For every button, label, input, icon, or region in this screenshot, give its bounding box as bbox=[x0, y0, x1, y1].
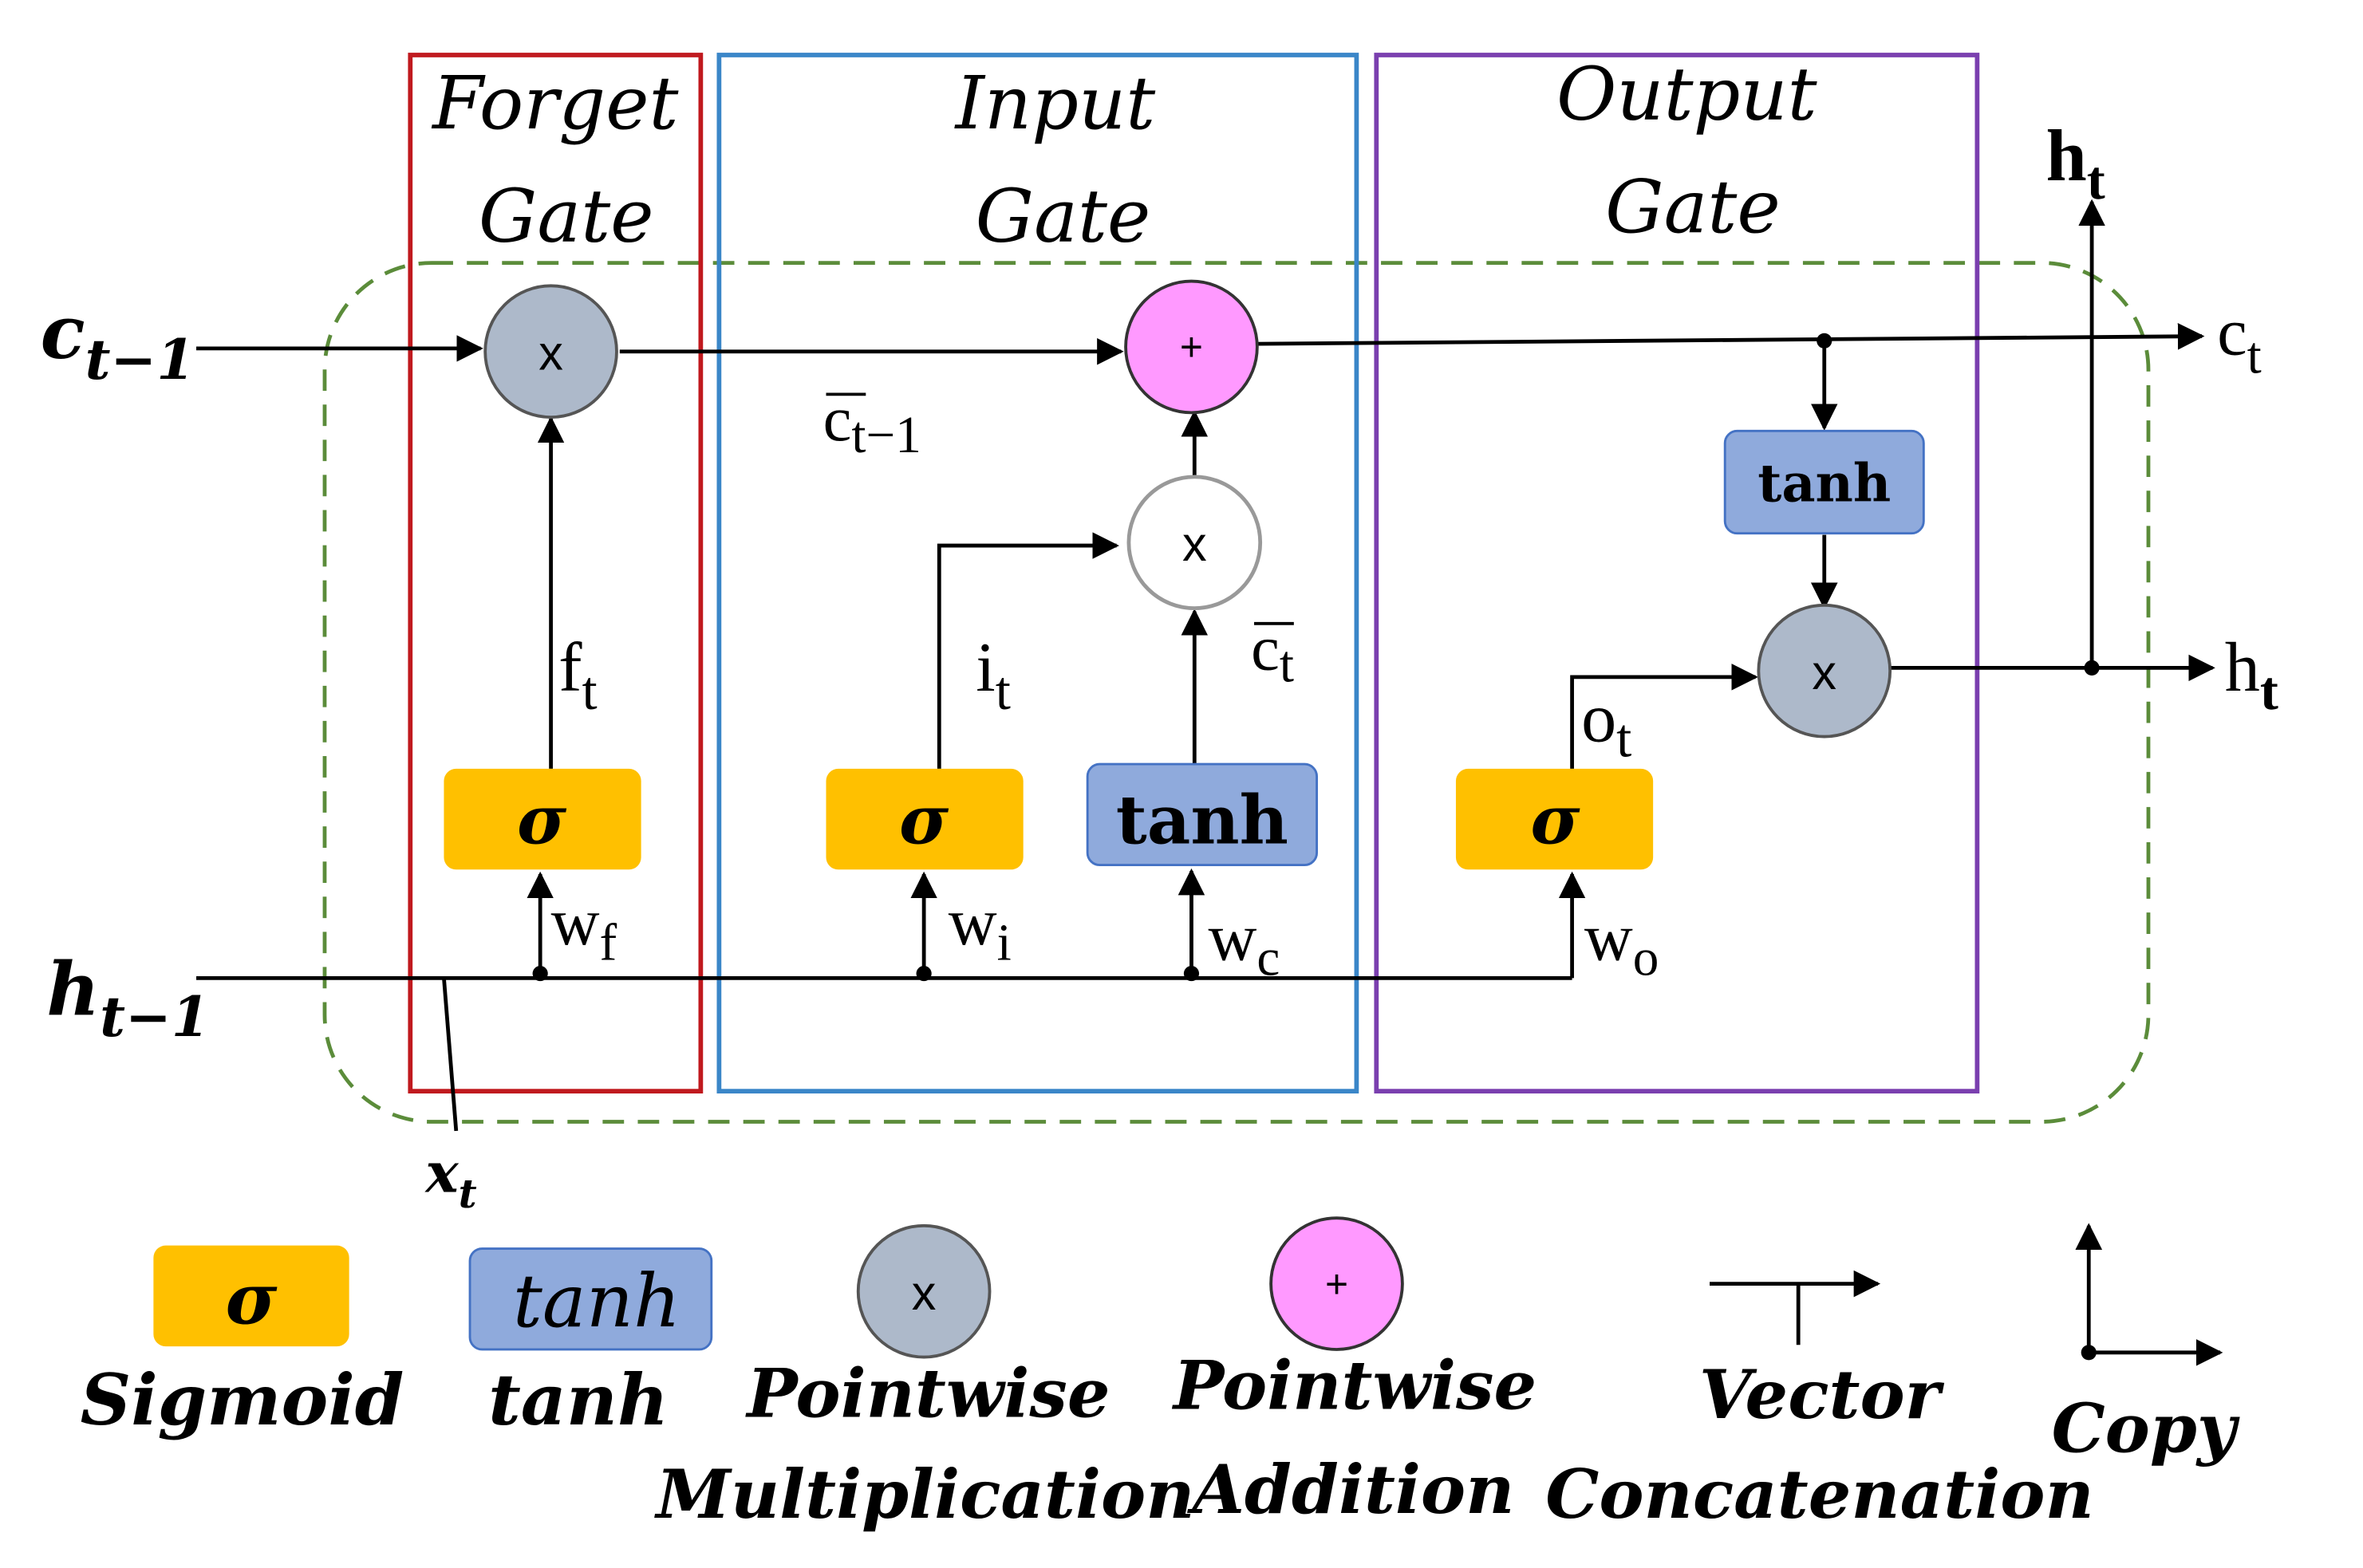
c-t-label: ct bbox=[2217, 296, 2262, 385]
w-c-label: wc bbox=[1209, 900, 1280, 987]
legend-add-line1: Pointwise bbox=[1172, 1346, 1537, 1425]
output-sigmoid-symbol: σ bbox=[1530, 781, 1580, 860]
cbar-t-label: ct bbox=[1251, 613, 1294, 693]
legend-add-line2: Addition bbox=[1187, 1450, 1515, 1529]
legend-sigmoid-box bbox=[153, 1245, 349, 1347]
legend-mul-line2: Multiplication bbox=[654, 1455, 1195, 1534]
h-prev-label: ht−1 bbox=[46, 946, 210, 1050]
f-t-label: ft bbox=[558, 628, 598, 721]
c-t-line bbox=[1256, 323, 2205, 350]
input-tanh-box bbox=[1086, 762, 1319, 866]
legend-tanh-label: tanh bbox=[488, 1358, 669, 1441]
legend-concat-line2: Concatenation bbox=[1545, 1455, 2094, 1534]
legend-sigmoid-symbol: σ bbox=[226, 1257, 278, 1340]
input-gate-title-2: Gate bbox=[976, 174, 1151, 259]
w-f-label: wf bbox=[551, 885, 617, 971]
x-t-line bbox=[442, 978, 459, 1132]
legend-add-symbol: + bbox=[1325, 1262, 1348, 1306]
c-prev-label: ct−1 bbox=[41, 289, 195, 392]
o-t-label: ot bbox=[1581, 679, 1631, 768]
legend-copy-dot bbox=[2081, 1345, 2097, 1361]
input-sigmoid-symbol: σ bbox=[899, 781, 949, 860]
input-gate-box bbox=[716, 53, 1359, 1094]
cbar-prev-label: ct−1 bbox=[823, 384, 921, 464]
h-t-top-label: ht bbox=[2046, 115, 2105, 211]
legend-tanh-symbol: tanh bbox=[513, 1259, 680, 1344]
output-gate-title-2: Gate bbox=[1605, 164, 1781, 250]
lstm-cell-boundary bbox=[322, 261, 2151, 1124]
forget-sigmoid-box bbox=[444, 768, 641, 870]
legend-sigmoid-label: Sigmoid bbox=[81, 1358, 404, 1441]
add-symbol: + bbox=[1180, 325, 1203, 369]
output-sigmoid-box bbox=[1455, 768, 1654, 870]
input-tanh-label: tanh bbox=[1116, 781, 1288, 860]
output-multiply-symbol: x bbox=[1812, 644, 1836, 699]
output-multiply-node bbox=[1757, 603, 1892, 739]
forget-gate-box bbox=[408, 53, 704, 1094]
input-gate-title: Input bbox=[954, 61, 1157, 146]
legend-mul-symbol: x bbox=[912, 1265, 937, 1320]
x-t-label: xt bbox=[424, 1141, 476, 1217]
forget-multiply-node bbox=[483, 284, 618, 420]
w-o-label: wo bbox=[1584, 900, 1659, 987]
legend-mul-line1: Pointwise bbox=[745, 1353, 1110, 1432]
input-multiply-node bbox=[1126, 475, 1263, 611]
forget-gate-title: Forget bbox=[431, 61, 679, 146]
w-i-label: wi bbox=[949, 885, 1012, 971]
forget-multiply-symbol: x bbox=[538, 325, 563, 380]
legend-add-node bbox=[1269, 1216, 1404, 1351]
output-tanh-box bbox=[1723, 429, 1925, 535]
forget-sigmoid-symbol: σ bbox=[517, 781, 567, 860]
forget-gate-title-2: Gate bbox=[479, 174, 654, 259]
legend: σ Sigmoid tanh tanh x Pointwise Multipli… bbox=[81, 1216, 2240, 1534]
output-gate-box bbox=[1374, 53, 1980, 1094]
input-sigmoid-box bbox=[826, 768, 1024, 870]
output-tanh-label: tanh bbox=[1757, 454, 1891, 514]
it-line bbox=[937, 532, 1119, 769]
add-node bbox=[1124, 279, 1259, 415]
h-t-right-label: ht bbox=[2225, 628, 2278, 721]
input-multiply-symbol: x bbox=[1182, 516, 1207, 571]
legend-concat-line1: Vector bbox=[1699, 1355, 1945, 1434]
legend-mul-node bbox=[856, 1223, 992, 1359]
i-t-label: it bbox=[976, 628, 1011, 721]
ot-line bbox=[1570, 664, 1758, 769]
legend-tanh-box bbox=[468, 1247, 713, 1351]
legend-copy-label: Copy bbox=[2052, 1389, 2240, 1468]
output-gate-title: Output bbox=[1556, 51, 1818, 136]
